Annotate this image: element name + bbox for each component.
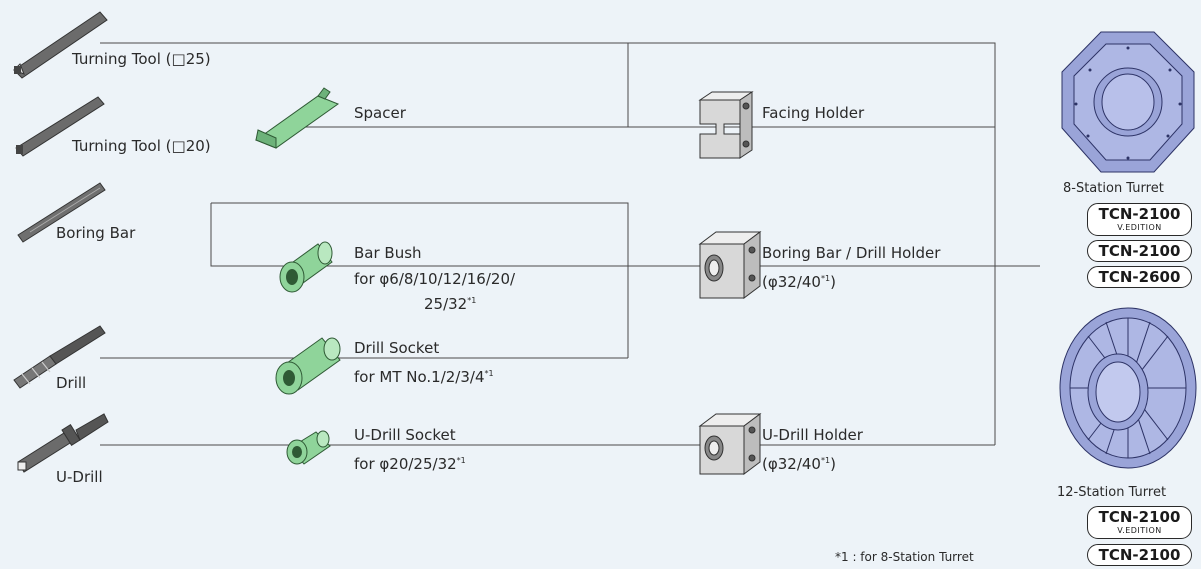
bar-bush-sizes-line1: for φ6/8/10/12/16/20/ bbox=[354, 270, 516, 288]
bar-bush-sizes-line2: 25/32*1 bbox=[424, 295, 477, 313]
u-drill-holder-sizes: (φ32/40*1) bbox=[762, 455, 836, 473]
u-drill-icon bbox=[17, 413, 109, 473]
turning-tool-25-label: Turning Tool (□25) bbox=[72, 50, 211, 68]
drill-socket-label: Drill Socket bbox=[354, 339, 440, 357]
boring-bar-drill-holder-sizes: (φ32/40*1) bbox=[762, 273, 836, 291]
turret-12-station-icon bbox=[1059, 307, 1197, 469]
drill-socket-sizes: for MT No.1/2/3/4*1 bbox=[354, 368, 494, 386]
u-drill-socket-footnote-mark: *1 bbox=[456, 456, 466, 465]
u-drill-holder-footnote-mark: *1 bbox=[820, 456, 831, 465]
bar-bush-label: Bar Bush bbox=[354, 244, 422, 262]
spacer-label: Spacer bbox=[354, 104, 406, 122]
u-drill-socket-label: U-Drill Socket bbox=[354, 426, 456, 444]
turret-8-station-icon bbox=[1061, 31, 1195, 173]
facing-holder-icon bbox=[698, 91, 754, 159]
boring-bar-drill-holder-icon bbox=[698, 231, 762, 299]
boring-bar-icon bbox=[17, 182, 106, 243]
connector-lines bbox=[100, 42, 1040, 446]
bar-bush-footnote-mark: *1 bbox=[467, 296, 477, 305]
turret-8-station-label: 8-Station Turret bbox=[1063, 181, 1164, 196]
drill-icon bbox=[13, 325, 106, 389]
drill-label: Drill bbox=[56, 374, 87, 392]
boring-bar-label: Boring Bar bbox=[56, 224, 136, 242]
turning-tool-25-icon bbox=[13, 11, 108, 79]
u-drill-holder-label: U-Drill Holder bbox=[762, 426, 863, 444]
model-badge-tcn2100-8: TCN-2100 bbox=[1087, 240, 1192, 262]
footnote: *1 : for 8-Station Turret bbox=[835, 550, 974, 564]
u-drill-label: U-Drill bbox=[56, 468, 103, 486]
u-drill-holder-icon bbox=[698, 413, 762, 475]
turning-tool-20-label: Turning Tool (□20) bbox=[72, 137, 211, 155]
facing-holder-label: Facing Holder bbox=[762, 104, 865, 122]
model-badge-tcn2100-12: TCN-2100 bbox=[1087, 544, 1192, 566]
u-drill-socket-icon bbox=[286, 430, 331, 465]
bar-bush-icon bbox=[279, 241, 333, 293]
boring-holder-footnote-mark: *1 bbox=[820, 274, 831, 283]
model-badge-tcn2600-8: TCN-2600 bbox=[1087, 266, 1192, 288]
boring-bar-drill-holder-label: Boring Bar / Drill Holder bbox=[762, 244, 941, 262]
turret-12-station-label: 12-Station Turret bbox=[1057, 485, 1167, 500]
drill-socket-icon bbox=[275, 337, 341, 395]
turning-tool-20-icon bbox=[15, 96, 105, 157]
u-drill-socket-sizes: for φ20/25/32*1 bbox=[354, 455, 466, 473]
drill-socket-footnote-mark: *1 bbox=[484, 369, 494, 378]
spacer-icon bbox=[254, 87, 340, 149]
